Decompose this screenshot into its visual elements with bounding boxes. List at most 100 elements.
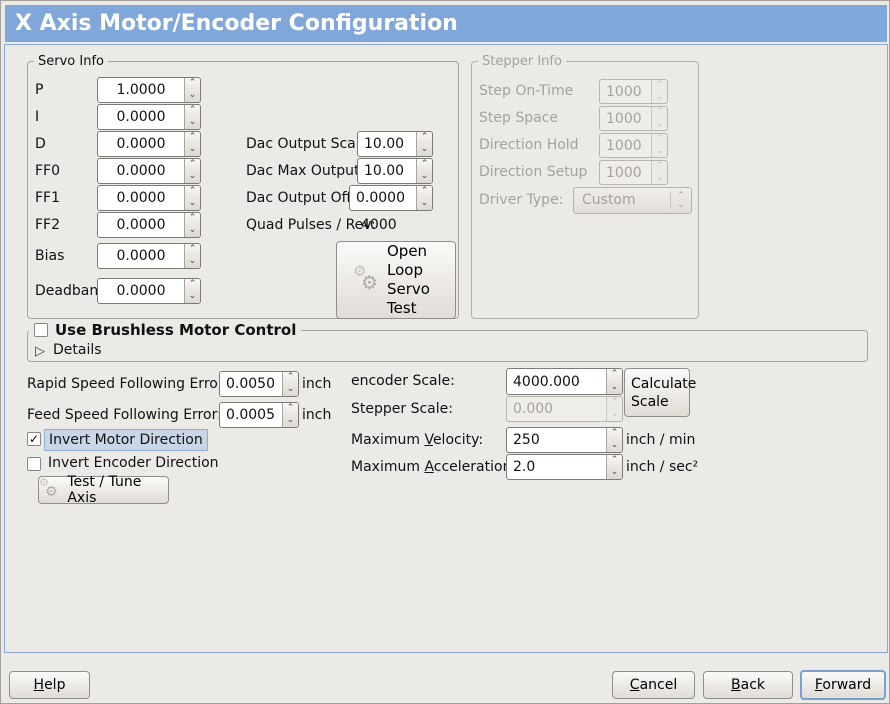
deadband-input[interactable] bbox=[98, 279, 184, 303]
max-velocity-field[interactable] bbox=[507, 428, 606, 452]
dac-scale-spinner[interactable]: ⌃⌄ bbox=[416, 132, 432, 156]
feed-error-field[interactable] bbox=[220, 403, 282, 427]
spin-up-icon[interactable]: ⌃ bbox=[188, 244, 197, 254]
spin-down-icon[interactable]: ⌄ bbox=[188, 171, 197, 181]
direction-hold-spinner: ⌃⌄ bbox=[651, 134, 667, 157]
open-loop-servo-test-button[interactable]: ⚙ ⚙ Open Loop Servo Test bbox=[336, 241, 456, 319]
max-velocity-spinner[interactable]: ⌃⌄ bbox=[606, 428, 622, 452]
dac-scale-input[interactable] bbox=[358, 132, 416, 156]
encoder-scale-field[interactable] bbox=[507, 369, 606, 394]
ff1-spinner[interactable]: ⌃⌄ bbox=[184, 186, 200, 210]
spin-down-icon[interactable]: ⌄ bbox=[188, 198, 197, 208]
p-input[interactable] bbox=[98, 78, 184, 102]
spin-down-icon[interactable]: ⌄ bbox=[188, 144, 197, 154]
quad-pulses-value: 4000 bbox=[361, 217, 397, 233]
ff1-input[interactable] bbox=[98, 186, 184, 210]
spin-down-icon[interactable]: ⌄ bbox=[188, 90, 197, 100]
spin-up-icon[interactable]: ⌃ bbox=[286, 372, 295, 382]
spin-down-icon[interactable]: ⌄ bbox=[188, 256, 197, 266]
dac-offset-spinner[interactable]: ⌃⌄ bbox=[416, 186, 432, 210]
spin-down-icon[interactable]: ⌄ bbox=[610, 467, 619, 477]
bias-input[interactable] bbox=[98, 244, 184, 268]
spin-up-icon[interactable]: ⌃ bbox=[188, 186, 197, 196]
spin-up-icon[interactable]: ⌃ bbox=[610, 369, 619, 379]
step-space-spinner: ⌃⌄ bbox=[651, 107, 667, 130]
spin-up-icon[interactable]: ⌃ bbox=[610, 455, 619, 465]
servo-input-ff1: ⌃⌄ bbox=[97, 185, 201, 211]
brushless-legend: Use Brushless Motor Control bbox=[29, 321, 302, 339]
servo-input-i: ⌃⌄ bbox=[97, 104, 201, 130]
dac-max-input[interactable] bbox=[358, 159, 416, 183]
spin-up-icon[interactable]: ⌃ bbox=[188, 105, 197, 115]
ff0-spinner[interactable]: ⌃⌄ bbox=[184, 159, 200, 183]
invert-encoder-label[interactable]: Invert Encoder Direction bbox=[48, 455, 219, 471]
dac-max-spinner[interactable]: ⌃⌄ bbox=[416, 159, 432, 183]
spin-up-icon[interactable]: ⌃ bbox=[188, 78, 197, 88]
servo-label-p: P bbox=[35, 82, 44, 98]
spin-up-icon[interactable]: ⌃ bbox=[610, 428, 619, 438]
help-button[interactable]: Help bbox=[9, 671, 90, 699]
spin-down-icon[interactable]: ⌄ bbox=[610, 381, 619, 392]
help-button-label: Help bbox=[33, 677, 66, 693]
spin-down-icon[interactable]: ⌄ bbox=[286, 415, 295, 425]
back-button[interactable]: Back bbox=[703, 671, 793, 699]
spin-down-icon[interactable]: ⌄ bbox=[420, 144, 429, 154]
servo-label-ff0: FF0 bbox=[35, 163, 61, 179]
use-brushless-checkbox[interactable] bbox=[34, 323, 48, 337]
i-input[interactable] bbox=[98, 105, 184, 129]
forward-button[interactable]: Forward bbox=[800, 670, 886, 700]
feed-following-error-label: Feed Speed Following Error: bbox=[27, 407, 222, 423]
max-accel-field[interactable] bbox=[507, 455, 606, 479]
direction-hold-input: ⌃⌄ bbox=[599, 133, 668, 158]
invert-motor-label[interactable]: Invert Motor Direction bbox=[44, 429, 208, 451]
spin-up-icon: ⌃ bbox=[655, 107, 664, 117]
rapid-error-field[interactable] bbox=[220, 372, 282, 396]
test-tune-axis-button[interactable]: ⚙ ⚙ Test / Tune Axis bbox=[38, 474, 169, 506]
spin-up-icon[interactable]: ⌃ bbox=[188, 213, 197, 223]
direction-setup-input: ⌃⌄ bbox=[599, 160, 668, 185]
details-expander-label[interactable]: Details bbox=[53, 342, 102, 358]
ff0-input[interactable] bbox=[98, 159, 184, 183]
spin-down-icon[interactable]: ⌄ bbox=[420, 171, 429, 181]
deadband-spinner[interactable]: ⌃⌄ bbox=[184, 279, 200, 303]
d-spinner[interactable]: ⌃⌄ bbox=[184, 132, 200, 156]
spin-up-icon[interactable]: ⌃ bbox=[188, 132, 197, 142]
invert-encoder-checkbox[interactable] bbox=[27, 457, 41, 471]
spin-up-icon[interactable]: ⌃ bbox=[420, 159, 429, 169]
feed-following-error-input: ⌃⌄ bbox=[219, 402, 299, 428]
dac-offset-input[interactable] bbox=[350, 186, 416, 210]
ff2-spinner[interactable]: ⌃⌄ bbox=[184, 213, 200, 237]
spin-up-icon[interactable]: ⌃ bbox=[420, 186, 429, 196]
d-input[interactable] bbox=[98, 132, 184, 156]
i-spinner[interactable]: ⌃⌄ bbox=[184, 105, 200, 129]
rapid-error-spinner[interactable]: ⌃⌄ bbox=[282, 372, 298, 396]
spin-down-icon[interactable]: ⌄ bbox=[286, 384, 295, 394]
max-accel-spinner[interactable]: ⌃⌄ bbox=[606, 455, 622, 479]
spin-up-icon[interactable]: ⌃ bbox=[286, 403, 295, 413]
dac-max-output-label: Dac Max Output: bbox=[246, 163, 365, 179]
encoder-scale-spinner[interactable]: ⌃⌄ bbox=[606, 369, 622, 394]
spin-up-icon[interactable]: ⌃ bbox=[188, 159, 197, 169]
servo-label-ff1: FF1 bbox=[35, 190, 61, 206]
spin-down-icon[interactable]: ⌄ bbox=[188, 225, 197, 235]
spin-down-icon[interactable]: ⌄ bbox=[188, 117, 197, 127]
feed-error-spinner[interactable]: ⌃⌄ bbox=[282, 403, 298, 427]
spin-down-icon[interactable]: ⌄ bbox=[610, 440, 619, 450]
max-velocity-label: Maximum Velocity: bbox=[351, 432, 484, 448]
spin-up-icon[interactable]: ⌃ bbox=[420, 132, 429, 142]
cancel-button[interactable]: Cancel bbox=[612, 671, 695, 699]
details-expander-icon[interactable]: ▷ bbox=[35, 344, 45, 359]
combo-arrows-icon: ⌃ ⌄ bbox=[671, 188, 691, 213]
calculate-scale-button[interactable]: Calculate Scale bbox=[624, 368, 696, 417]
direction-setup-spinner: ⌃⌄ bbox=[651, 161, 667, 184]
spin-up-icon[interactable]: ⌃ bbox=[188, 279, 197, 289]
bias-spinner[interactable]: ⌃⌄ bbox=[184, 244, 200, 268]
spin-down-icon[interactable]: ⌄ bbox=[188, 291, 197, 301]
servo-input-ff2: ⌃⌄ bbox=[97, 212, 201, 238]
gears-icon: ⚙ ⚙ bbox=[39, 476, 63, 502]
brushless-frame bbox=[27, 330, 868, 362]
ff2-input[interactable] bbox=[98, 213, 184, 237]
p-spinner[interactable]: ⌃⌄ bbox=[184, 78, 200, 102]
spin-down-icon[interactable]: ⌄ bbox=[420, 198, 429, 208]
invert-motor-checkbox[interactable]: ✓ bbox=[27, 432, 41, 446]
